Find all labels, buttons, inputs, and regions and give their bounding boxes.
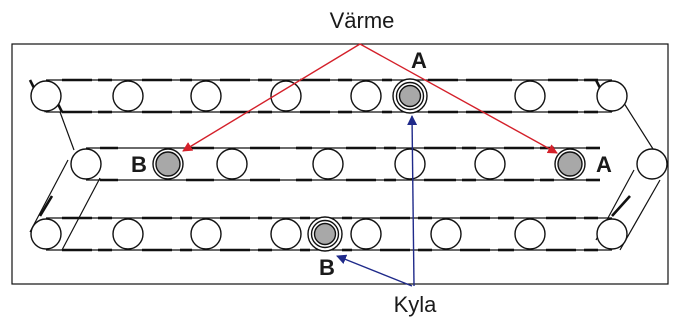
roller — [190, 80, 222, 112]
label-a-right: A — [596, 152, 612, 177]
belt-dash — [611, 195, 631, 217]
frame — [11, 43, 669, 285]
cold-label: Kyla — [394, 292, 438, 317]
heat-label: Värme — [330, 8, 395, 33]
tube-a-top — [392, 78, 428, 114]
belt-dashes — [28, 78, 631, 252]
tube-b-left — [152, 148, 184, 180]
roller — [112, 218, 144, 250]
roller — [596, 80, 628, 112]
heat-arrows — [182, 43, 558, 154]
roller — [216, 148, 248, 180]
roller — [514, 218, 546, 250]
roller — [636, 148, 668, 180]
roller — [112, 80, 144, 112]
roller — [70, 148, 102, 180]
heat-arrow-left — [182, 43, 361, 152]
roller — [350, 218, 382, 250]
roller — [474, 148, 506, 180]
roller — [270, 218, 302, 250]
label-b-bottom: B — [319, 255, 335, 280]
belt-dash — [38, 195, 54, 217]
label-a-top: A — [411, 48, 427, 73]
roller — [30, 80, 62, 112]
roller — [312, 148, 344, 180]
roller — [350, 80, 382, 112]
roller — [514, 80, 546, 112]
roller — [190, 218, 222, 250]
label-b-left: B — [131, 152, 147, 177]
heat-arrow-right — [359, 43, 558, 154]
cold-arrows — [336, 115, 418, 287]
roller — [270, 80, 302, 112]
rollers — [30, 80, 668, 250]
cold-arrow-up — [407, 115, 418, 287]
roller — [596, 218, 628, 250]
roller — [30, 218, 62, 250]
cold-arrow-down — [336, 254, 413, 287]
roller — [394, 148, 426, 180]
roller — [430, 218, 462, 250]
tube-b-bottom — [307, 216, 343, 252]
tube-a-right — [554, 148, 586, 180]
